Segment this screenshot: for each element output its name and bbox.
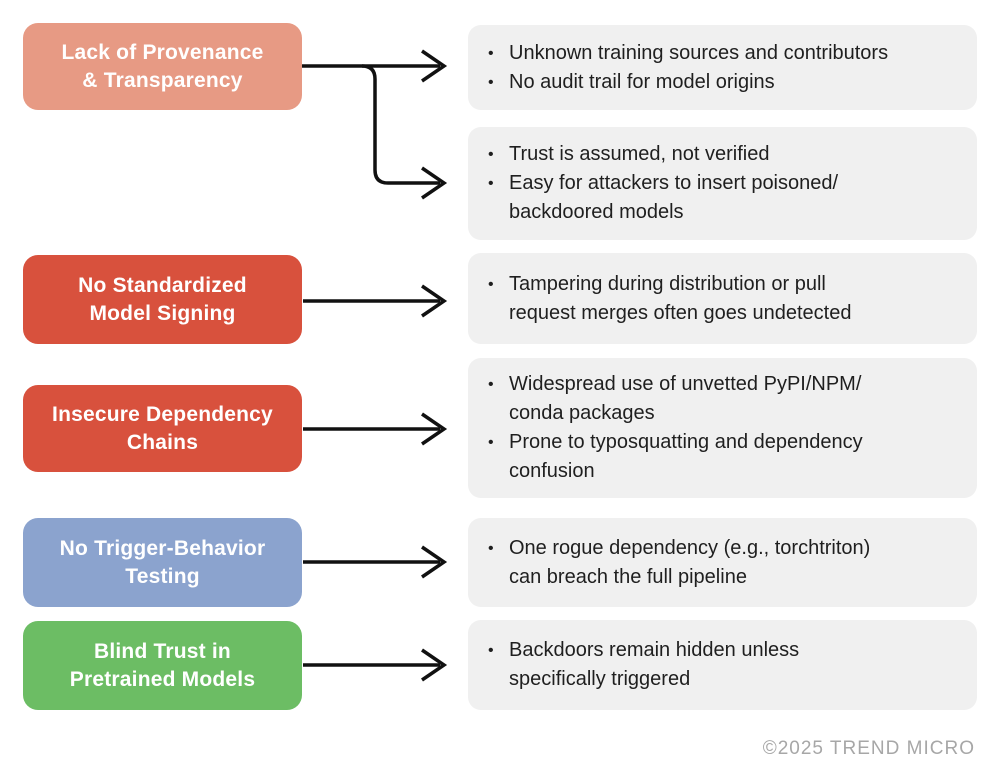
effect-box-2: • Trust is assumed, not verified • Easy … — [468, 127, 977, 240]
effect-box-4: • Widespread use of unvetted PyPI/NPM/ c… — [468, 358, 977, 498]
cause-box-label: No Trigger-Behavior Testing — [59, 536, 266, 588]
bullet-icon: • — [488, 642, 494, 659]
bullet-icon: • — [488, 44, 494, 62]
bullet-item: • Trust is assumed, not verified — [488, 140, 957, 169]
bullet-icon: • — [488, 146, 494, 163]
bullet-text: Backdoors remain hidden unless specifica… — [509, 639, 800, 690]
bullet-item: • Backdoors remain hidden unless specifi… — [488, 636, 957, 694]
bullet-text: Tampering during distribution or pull re… — [509, 272, 852, 324]
bullet-item: • Tampering during distribution or pull … — [488, 270, 957, 328]
bullet-item: • Unknown training sources and contribut… — [488, 39, 957, 68]
effect-box-3: • Tampering during distribution or pull … — [468, 253, 977, 344]
bullet-icon: • — [488, 175, 494, 192]
arrow-head-1a — [421, 49, 448, 83]
arrow-head-5 — [421, 648, 448, 682]
cause-box-label: Lack of Provenance & Transparency — [61, 40, 264, 92]
arrow-head-3 — [421, 412, 448, 446]
effect-box-6: • Backdoors remain hidden unless specifi… — [468, 620, 977, 710]
bullet-text: Easy for attackers to insert poisoned/ b… — [509, 172, 839, 223]
bullet-icon: • — [488, 434, 494, 451]
bullet-text: Trust is assumed, not verified — [509, 143, 770, 165]
bullet-text: Prone to typosquatting and dependency co… — [509, 431, 863, 482]
cause-box-lack-of-provenance: Lack of Provenance & Transparency — [23, 23, 302, 110]
bullet-icon: • — [488, 275, 494, 293]
bullet-item: • Widespread use of unvetted PyPI/NPM/ c… — [488, 370, 957, 428]
cause-box-no-standardized-model-signing: No Standardized Model Signing — [23, 255, 302, 344]
bullet-icon: • — [488, 73, 494, 91]
cause-box-no-trigger-behavior-testing: No Trigger-Behavior Testing — [23, 518, 302, 607]
bullet-text: Widespread use of unvetted PyPI/NPM/ con… — [509, 373, 862, 424]
bullet-text: No audit trail for model origins — [509, 70, 775, 93]
cause-box-insecure-dependency-chains: Insecure Dependency Chains — [23, 385, 302, 472]
bullet-item: • Prone to typosquatting and dependency … — [488, 428, 957, 486]
copyright-notice: ©2025 TREND MICRO — [762, 738, 975, 759]
arrow-head-2 — [421, 284, 448, 318]
cause-box-label: Insecure Dependency Chains — [52, 402, 273, 454]
bullet-icon: • — [488, 539, 494, 557]
bullet-item: • Easy for attackers to insert poisoned/… — [488, 169, 957, 227]
bullet-text: One rogue dependency (e.g., torchtriton)… — [509, 536, 871, 588]
cause-box-blind-trust-in-pretrained-models: Blind Trust in Pretrained Models — [23, 621, 302, 710]
cause-box-label: No Standardized Model Signing — [78, 273, 247, 325]
bullet-icon: • — [488, 376, 494, 393]
bullet-text: Unknown training sources and contributor… — [509, 41, 889, 64]
cause-box-label: Blind Trust in Pretrained Models — [69, 639, 256, 691]
arrow-line-1b — [361, 64, 440, 185]
arrow-head-1b — [421, 166, 448, 200]
effect-box-1: • Unknown training sources and contribut… — [468, 25, 977, 110]
effect-box-5: • One rogue dependency (e.g., torchtrito… — [468, 518, 977, 607]
bullet-item: • One rogue dependency (e.g., torchtrito… — [488, 534, 957, 592]
arrow-head-4 — [421, 545, 448, 579]
bullet-item: • No audit trail for model origins — [488, 68, 957, 97]
